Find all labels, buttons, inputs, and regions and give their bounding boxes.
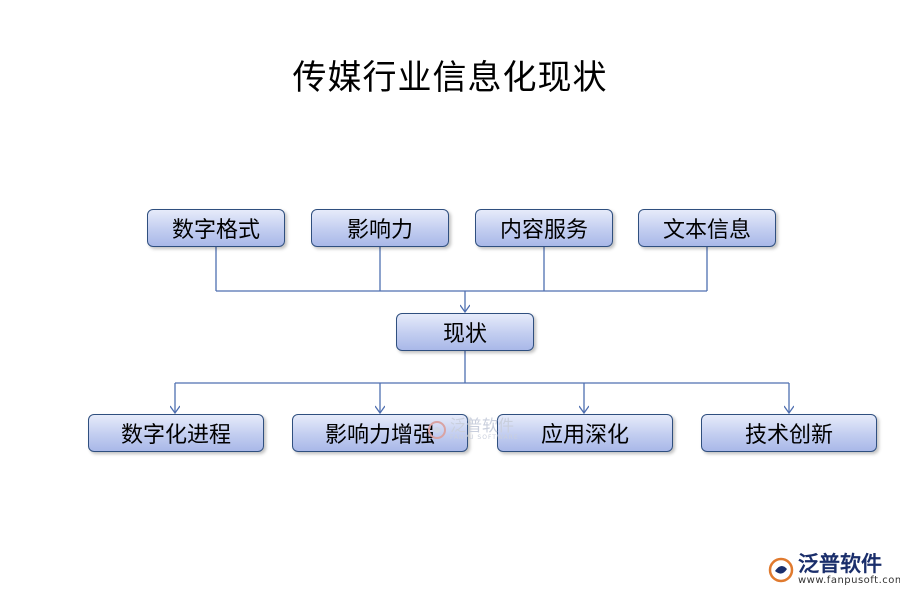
watermark-text: 泛普软件 bbox=[450, 416, 515, 435]
node-digitization-process: 数字化进程 bbox=[88, 414, 264, 452]
brand-logo: 泛普软件 www.fanpusoft.com bbox=[768, 553, 900, 586]
diagram-title: 传媒行业信息化现状 bbox=[292, 58, 608, 98]
logo-name: 泛普软件 bbox=[798, 552, 882, 576]
node-application-deepening: 应用深化 bbox=[497, 414, 673, 452]
node-influence: 影响力 bbox=[311, 209, 449, 247]
watermark: 泛普软件 FANPU SOFTWARE bbox=[427, 418, 519, 441]
logo-url: www.fanpusoft.com bbox=[798, 575, 900, 586]
node-tech-innovation: 技术创新 bbox=[701, 414, 877, 452]
watermark-subtext: FANPU SOFTWARE bbox=[450, 434, 519, 441]
node-text-info: 文本信息 bbox=[638, 209, 776, 247]
watermark-logo-icon bbox=[428, 420, 446, 439]
node-content-service: 内容服务 bbox=[475, 209, 613, 247]
node-digital-format: 数字格式 bbox=[147, 209, 285, 247]
fanpu-logo-icon bbox=[768, 557, 794, 582]
node-influence-enhanced: 影响力增强 bbox=[292, 414, 468, 452]
node-current-status: 现状 bbox=[396, 313, 534, 351]
